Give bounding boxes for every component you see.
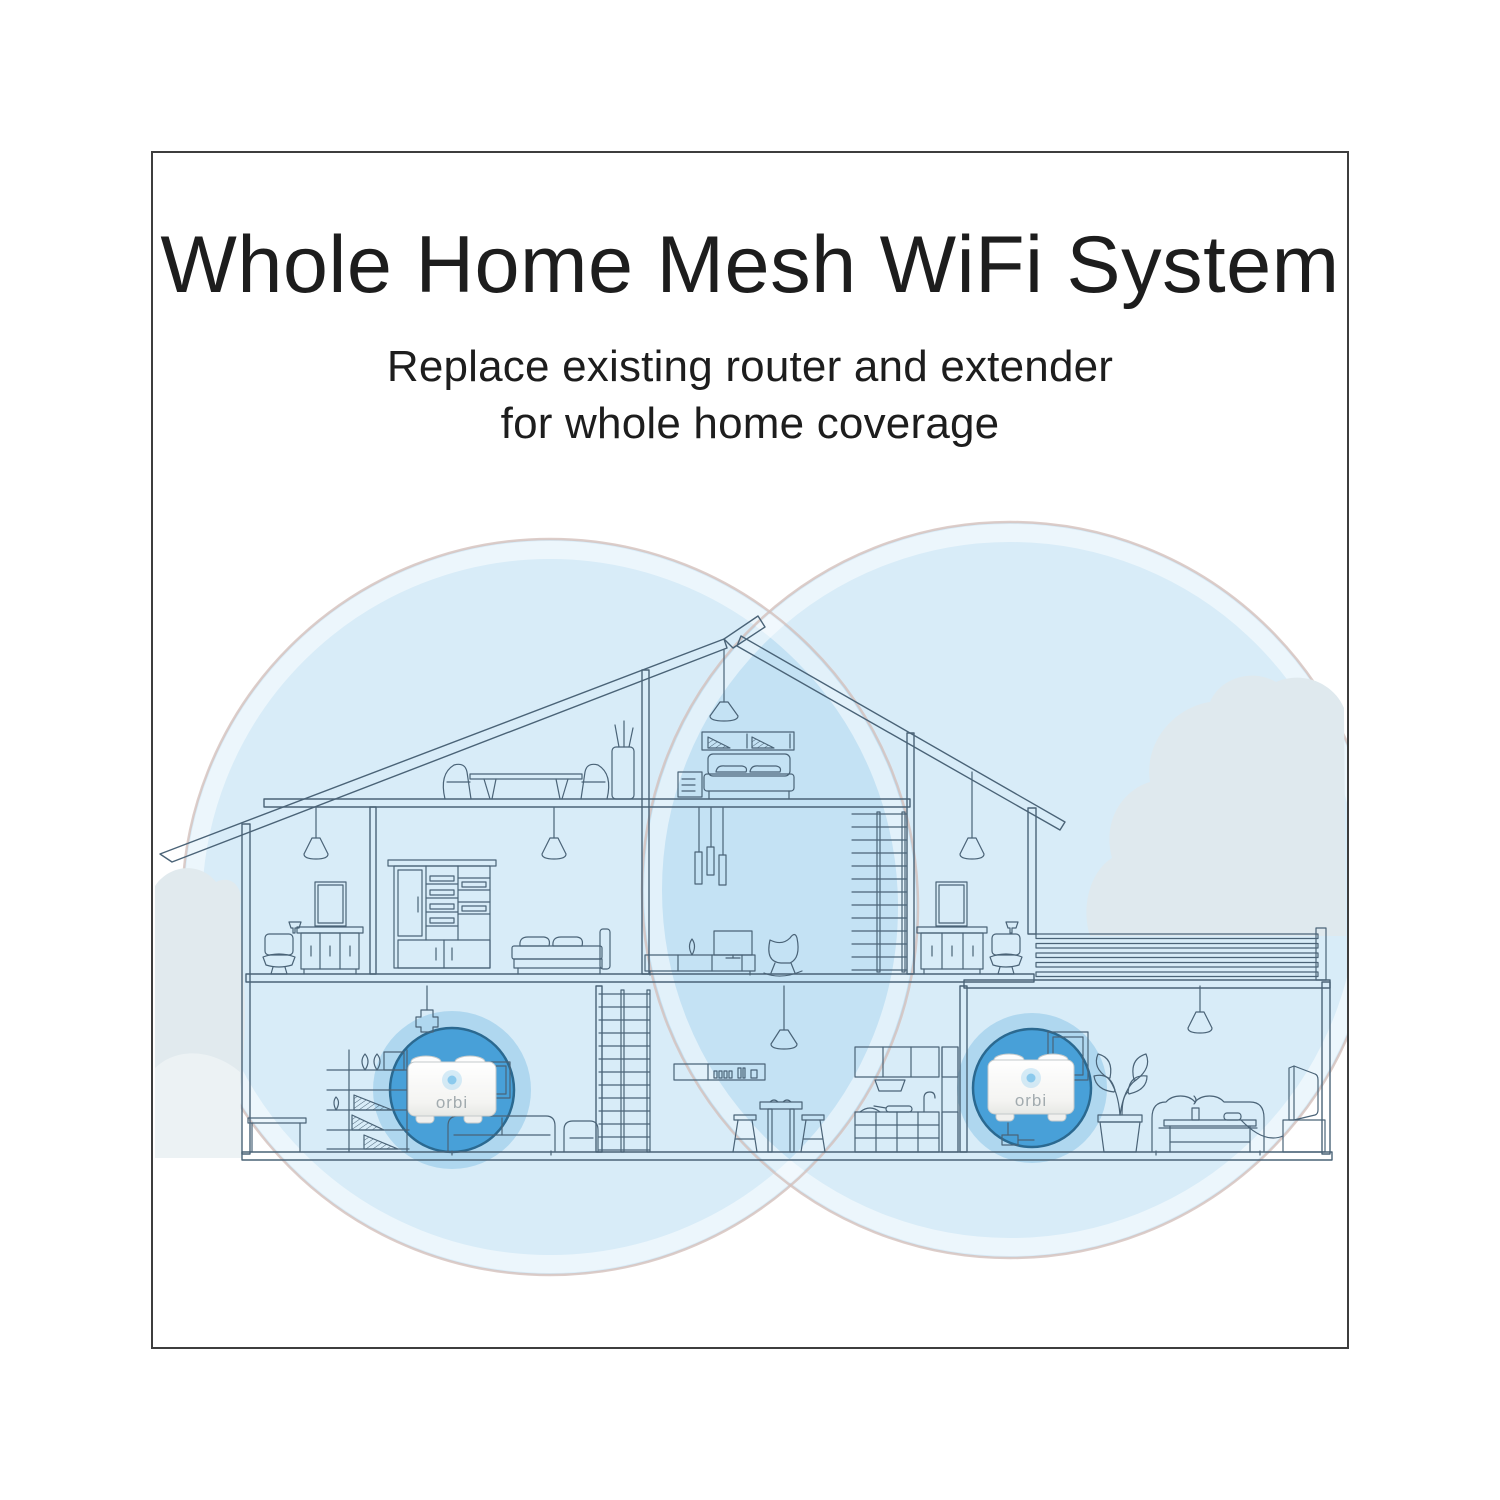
tv-cabinet <box>1282 1119 1326 1153</box>
kitchen <box>673 985 959 1153</box>
walls <box>241 669 1331 1155</box>
shelving-unit <box>326 1049 410 1153</box>
router-label: orbi <box>436 1093 468 1112</box>
wall-bath-left <box>369 806 377 975</box>
roof-left-slope <box>159 638 728 863</box>
pendant-light <box>959 837 985 860</box>
bedroom-second <box>387 807 611 975</box>
satellite-label: orbi <box>1015 1091 1047 1110</box>
satellite-body <box>987 1059 1075 1115</box>
orbi-router: orbi <box>407 1055 497 1124</box>
tv-right <box>1282 1065 1326 1153</box>
tp-holder <box>1005 921 1019 934</box>
wall-left-outer <box>241 823 251 1155</box>
plug <box>415 1009 439 1033</box>
subtitle-line-1: Replace existing router and extender <box>386 342 1114 392</box>
page-subtitle: Replace existing router and extender for… <box>153 338 1347 452</box>
page-title: Whole Home Mesh WiFi System <box>160 220 1340 310</box>
nightstand <box>677 771 703 798</box>
orbi-cable <box>1001 1122 1035 1146</box>
roof-right-slope <box>736 635 1066 831</box>
coverage-circle-right <box>642 522 1347 1258</box>
plant <box>1093 1053 1149 1153</box>
router-led <box>447 1075 457 1085</box>
header: Whole Home Mesh WiFi System Replace exis… <box>153 153 1347 452</box>
wifi-coverage-circles <box>180 520 1347 1277</box>
toilet-bowl <box>989 953 1023 968</box>
vase <box>688 938 696 956</box>
coffee-table <box>1163 1095 1284 1153</box>
faucet <box>923 1091 936 1113</box>
dining-chair-left <box>442 763 472 800</box>
coverage-circle-left <box>182 539 918 1275</box>
side-table <box>247 1117 307 1153</box>
rocking-chair <box>768 933 799 964</box>
pendant-light <box>303 837 329 860</box>
deck-post <box>1315 927 1327 981</box>
high-table <box>759 1099 803 1153</box>
roof <box>159 615 1066 863</box>
ground-floor <box>241 1151 1333 1161</box>
wall-stairs-left <box>595 985 603 1153</box>
bathroom-right <box>916 771 1023 975</box>
stairs-upper <box>851 811 907 973</box>
stool-right <box>800 1114 826 1153</box>
toilet-tank <box>991 933 1021 956</box>
mirror <box>314 881 347 927</box>
wall-bookshelf <box>701 731 795 751</box>
subtitle-line-2: for whole home coverage <box>500 399 1000 449</box>
wall-upper-right <box>1027 807 1037 935</box>
dining-table <box>469 773 583 780</box>
roof-ridge-beam <box>723 615 766 649</box>
second-floor <box>245 973 1035 983</box>
attic-bedroom <box>677 649 795 800</box>
tv-console <box>644 954 756 972</box>
router-body <box>407 1061 497 1117</box>
armchair-left <box>563 1120 599 1153</box>
tree-right <box>1086 675 1346 936</box>
house-coverage-illustration: orbi orbi <box>155 520 1347 1277</box>
stairs-lower <box>598 989 651 1153</box>
pendant-light <box>541 837 567 860</box>
bed-headboard <box>599 928 611 970</box>
tp-holder <box>288 921 302 934</box>
stool-left <box>732 1114 758 1153</box>
bed-base <box>703 773 795 792</box>
wall-attic-mid <box>641 669 650 975</box>
range-hood <box>874 1079 906 1092</box>
tv-room-second <box>644 807 803 977</box>
mirror <box>935 881 968 927</box>
poster-frame: Whole Home Mesh WiFi System Replace exis… <box>151 151 1349 1349</box>
floor-slabs <box>241 798 1333 1161</box>
background-trees <box>155 675 1346 1158</box>
wall-shelf <box>673 1063 766 1081</box>
kitchen-island <box>854 1091 940 1153</box>
wall-cabinets <box>854 1046 940 1092</box>
wall-kitchen-right <box>959 985 968 1153</box>
attic-floor <box>263 798 911 808</box>
toilet-bowl <box>262 953 296 968</box>
bush-left <box>155 1053 242 1158</box>
coverage-ring-inner-right <box>644 524 1347 1256</box>
pendant-light <box>709 701 739 722</box>
pendant-light <box>770 1029 798 1050</box>
floor-vase <box>611 746 635 800</box>
sofa-left <box>447 1115 556 1156</box>
vanity-cabinet <box>300 932 360 970</box>
bed-headboard <box>707 753 791 777</box>
tall-cabinet <box>941 1046 959 1153</box>
wall-mid-right <box>906 732 915 975</box>
orbi-satellite: orbi <box>987 1053 1075 1122</box>
dining-chair-right <box>580 763 610 800</box>
bathroom-left <box>262 807 364 975</box>
attic-dining <box>442 720 635 800</box>
satellite-led <box>1026 1073 1036 1083</box>
pendant-light <box>1187 1011 1213 1034</box>
deck-slats <box>1035 927 1327 981</box>
wall-right-outer <box>1321 981 1331 1155</box>
toilet-tank <box>264 933 294 956</box>
vanity-cabinet <box>920 932 984 970</box>
